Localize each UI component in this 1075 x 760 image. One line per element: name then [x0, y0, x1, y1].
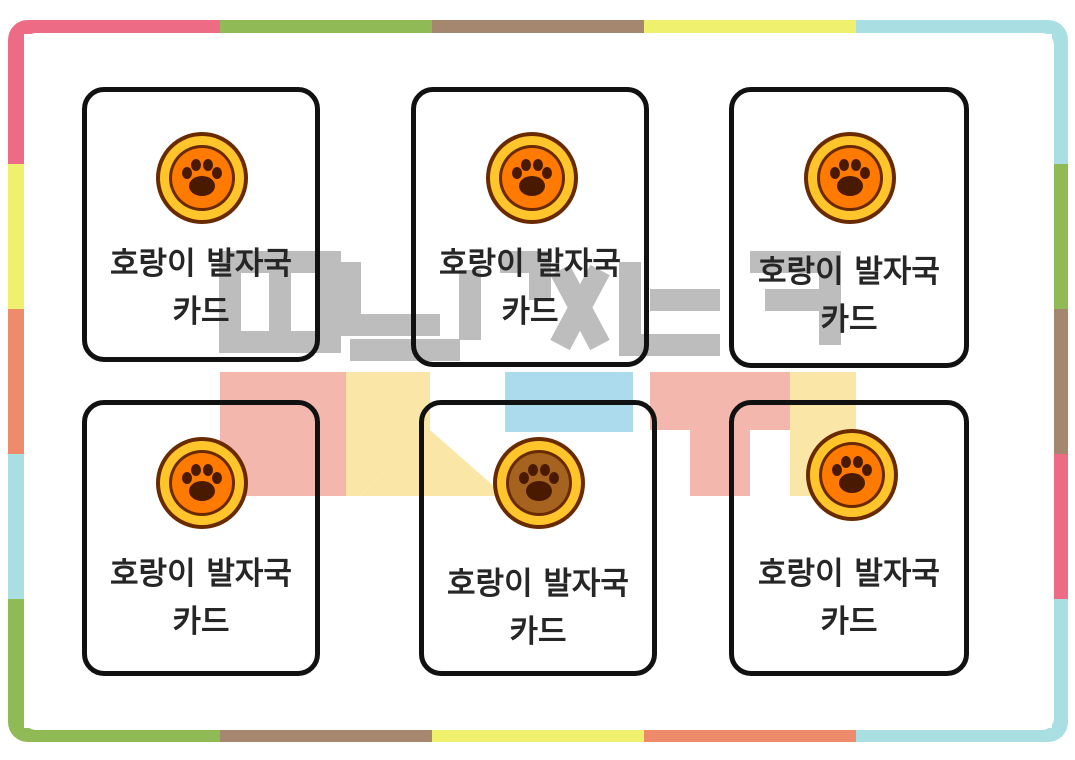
card-label: 호랑이 발자국 카드 — [416, 240, 644, 336]
card-label-line1: 호랑이 발자국 — [447, 566, 629, 602]
card-label: 호랑이 발자국 카드 — [734, 248, 964, 344]
tiger-paw-card: 호랑이 발자국 카드 — [82, 400, 320, 676]
card-label-line2: 카드 — [820, 604, 878, 640]
tiger-paw-card: 호랑이 발자국 카드 — [419, 400, 657, 676]
tiger-paw-coin-icon — [806, 429, 898, 521]
tiger-paw-coin-icon — [486, 132, 578, 224]
tiger-paw-card: 호랑이 발자국 카드 — [82, 87, 320, 362]
card-label-line1: 호랑이 발자국 — [110, 246, 292, 282]
tiger-paw-coin-icon — [804, 132, 896, 224]
card-label-line2: 카드 — [820, 302, 878, 338]
card-label-line1: 호랑이 발자국 — [439, 246, 621, 282]
card-label-line2: 카드 — [172, 604, 230, 640]
card-label-line1: 호랑이 발자국 — [758, 556, 940, 592]
tiger-paw-coin-icon — [156, 132, 248, 224]
card-label-line2: 카드 — [501, 294, 559, 330]
card-label: 호랑이 발자국 카드 — [734, 550, 964, 646]
card-label: 호랑이 발자국 카드 — [87, 240, 315, 336]
card-label-line1: 호랑이 발자국 — [110, 556, 292, 592]
tiger-paw-card: 호랑이 발자국 카드 — [729, 400, 969, 676]
card-label-line1: 호랑이 발자국 — [758, 254, 940, 290]
colorful-border-frame — [8, 20, 1068, 742]
card-label-line2: 카드 — [172, 294, 230, 330]
card-label: 호랑이 발자국 카드 — [424, 560, 652, 656]
tiger-paw-coin-icon — [493, 437, 585, 529]
card-label-line2: 카드 — [509, 614, 567, 650]
card-label: 호랑이 발자국 카드 — [87, 550, 315, 646]
tiger-paw-card: 호랑이 발자국 카드 — [411, 87, 649, 367]
tiger-paw-coin-icon — [156, 437, 248, 529]
tiger-paw-card: 호랑이 발자국 카드 — [729, 87, 969, 368]
